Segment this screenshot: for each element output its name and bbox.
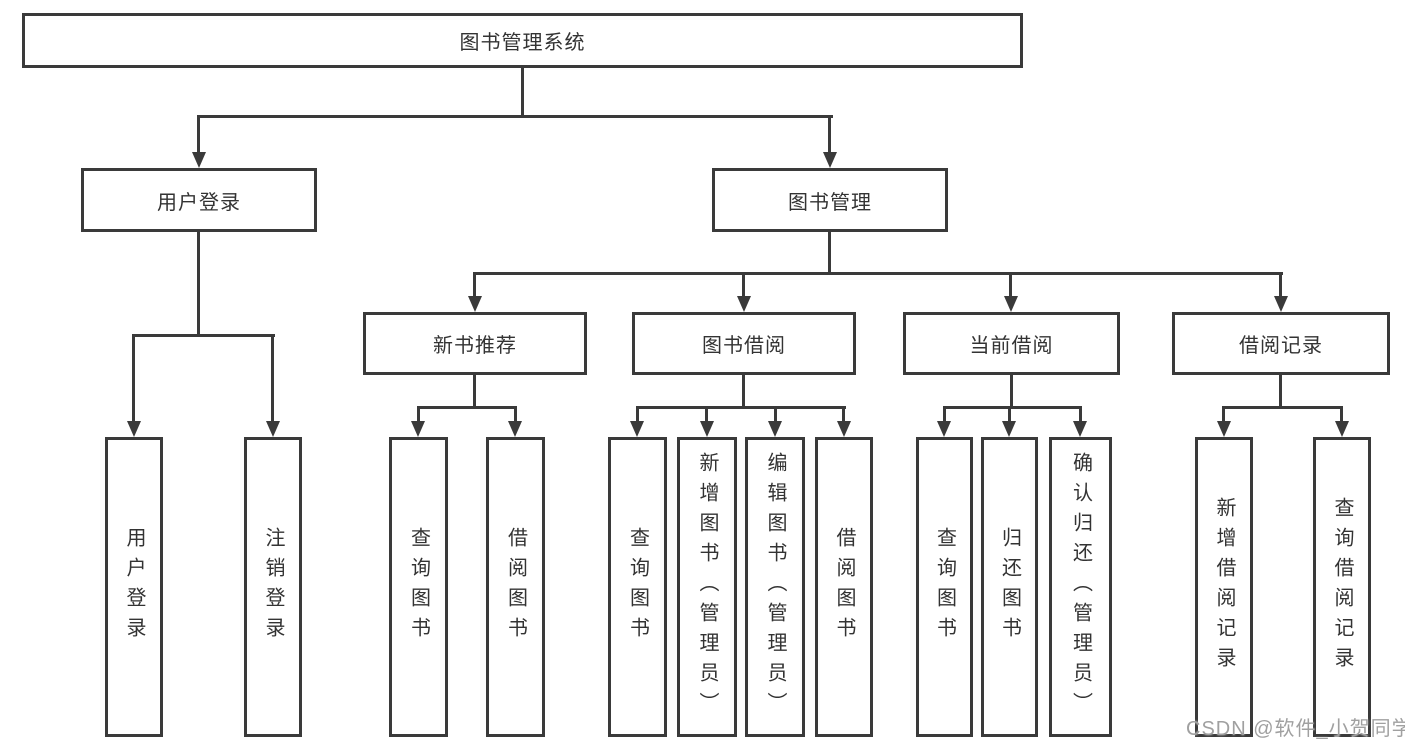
connector-line <box>842 406 845 422</box>
connector-line <box>473 272 1283 275</box>
arrow-down-icon <box>630 421 644 437</box>
arrow-down-icon <box>1002 421 1016 437</box>
connector-line <box>943 406 1082 409</box>
node-new-book-recommendation-label: 新书推荐 <box>433 335 517 357</box>
node-user-login: 用户登录 <box>81 168 317 232</box>
node-book-management-label: 图书管理 <box>788 191 872 214</box>
node-current-borrowing-label: 当前借阅 <box>969 335 1054 357</box>
arrow-down-icon <box>1217 421 1231 437</box>
connector-line <box>197 232 200 337</box>
arrow-down-icon <box>1073 421 1087 437</box>
leaf-query-books-1: 查询图书 <box>389 437 448 737</box>
arrow-down-icon <box>1004 296 1018 312</box>
arrow-down-icon <box>192 152 206 168</box>
leaf-confirm-return-admin-label: 确认归还（管理员） <box>1069 452 1092 722</box>
leaf-user-login: 用户登录 <box>105 437 163 737</box>
leaf-edit-book-admin: 编辑图书（管理员） <box>745 437 805 737</box>
node-root-label: 图书管理系统 <box>459 32 586 54</box>
node-root: 图书管理系统 <box>22 13 1023 68</box>
leaf-add-book-admin: 新增图书（管理员） <box>677 437 737 737</box>
leaf-borrow-books-2: 借阅图书 <box>815 437 873 737</box>
arrow-down-icon <box>1274 296 1288 312</box>
arrow-down-icon <box>508 421 522 437</box>
connector-line <box>636 406 639 422</box>
arrow-down-icon <box>411 421 425 437</box>
connector-line <box>198 115 833 118</box>
connector-line <box>1010 375 1013 409</box>
leaf-add-borrow-record-label: 新增借阅记录 <box>1213 497 1235 677</box>
connector-line <box>417 406 517 409</box>
connector-line <box>1279 272 1282 300</box>
arrow-down-icon <box>937 421 951 437</box>
connector-line <box>705 406 708 422</box>
leaf-borrow-books-1-label: 借阅图书 <box>504 527 527 647</box>
connector-line <box>1340 406 1343 422</box>
node-current-borrowing: 当前借阅 <box>903 312 1120 375</box>
node-user-login-label: 用户登录 <box>157 191 241 214</box>
arrow-down-icon <box>700 421 714 437</box>
connector-line <box>1222 406 1343 409</box>
connector-line <box>1079 406 1082 422</box>
arrow-down-icon <box>768 421 782 437</box>
connector-line <box>473 375 476 409</box>
arrow-down-icon <box>127 421 141 437</box>
leaf-query-books-2-label: 查询图书 <box>626 527 649 647</box>
leaf-logout: 注销登录 <box>244 437 302 737</box>
leaf-query-borrow-record-label: 查询借阅记录 <box>1331 497 1353 677</box>
leaf-borrow-books-1: 借阅图书 <box>486 437 545 737</box>
arrow-down-icon <box>468 296 482 312</box>
node-book-borrowing: 图书借阅 <box>632 312 856 375</box>
leaf-return-book: 归还图书 <box>981 437 1038 737</box>
leaf-logout-label: 注销登录 <box>262 527 284 647</box>
connector-line <box>473 272 476 300</box>
connector-line <box>521 68 524 118</box>
leaf-borrow-books-2-label: 借阅图书 <box>833 527 855 647</box>
arrow-down-icon <box>1335 421 1349 437</box>
connector-line <box>636 406 846 409</box>
leaf-query-books-3: 查询图书 <box>916 437 973 737</box>
connector-line <box>514 406 517 422</box>
arrow-down-icon <box>823 152 837 168</box>
arrow-down-icon <box>837 421 851 437</box>
leaf-query-books-2: 查询图书 <box>608 437 667 737</box>
connector-line <box>1279 375 1282 409</box>
connector-line <box>1008 406 1011 422</box>
connector-line <box>943 406 946 422</box>
arrow-down-icon <box>266 421 280 437</box>
connector-line <box>132 334 275 337</box>
connector-line <box>417 406 420 422</box>
arrow-down-icon <box>737 296 751 312</box>
connector-line <box>197 115 200 155</box>
connector-line <box>742 375 745 409</box>
connector-line <box>1222 406 1225 422</box>
node-borrowing-records: 借阅记录 <box>1172 312 1390 375</box>
node-borrowing-records-label: 借阅记录 <box>1239 335 1323 357</box>
node-book-management: 图书管理 <box>712 168 948 232</box>
connector-line <box>1009 272 1012 300</box>
leaf-query-books-1-label: 查询图书 <box>407 527 430 647</box>
connector-line <box>828 230 831 275</box>
csdn-watermark: CSDN @软件_小贺同学 <box>1186 718 1405 740</box>
connector-line <box>271 334 274 422</box>
connector-line <box>828 115 831 155</box>
node-new-book-recommendation: 新书推荐 <box>363 312 587 375</box>
leaf-add-borrow-record: 新增借阅记录 <box>1195 437 1253 737</box>
leaf-query-borrow-record: 查询借阅记录 <box>1313 437 1371 737</box>
leaf-return-book-label: 归还图书 <box>998 527 1021 647</box>
leaf-user-login-label: 用户登录 <box>123 527 145 647</box>
leaf-confirm-return-admin: 确认归还（管理员） <box>1049 437 1112 737</box>
connector-line <box>132 334 135 422</box>
leaf-query-books-3-label: 查询图书 <box>933 527 956 647</box>
leaf-edit-book-admin-label: 编辑图书（管理员） <box>764 452 786 722</box>
connector-line <box>774 406 777 422</box>
connector-line <box>742 272 745 300</box>
leaf-add-book-admin-label: 新增图书（管理员） <box>696 452 718 722</box>
node-book-borrowing-label: 图书借阅 <box>702 335 786 357</box>
